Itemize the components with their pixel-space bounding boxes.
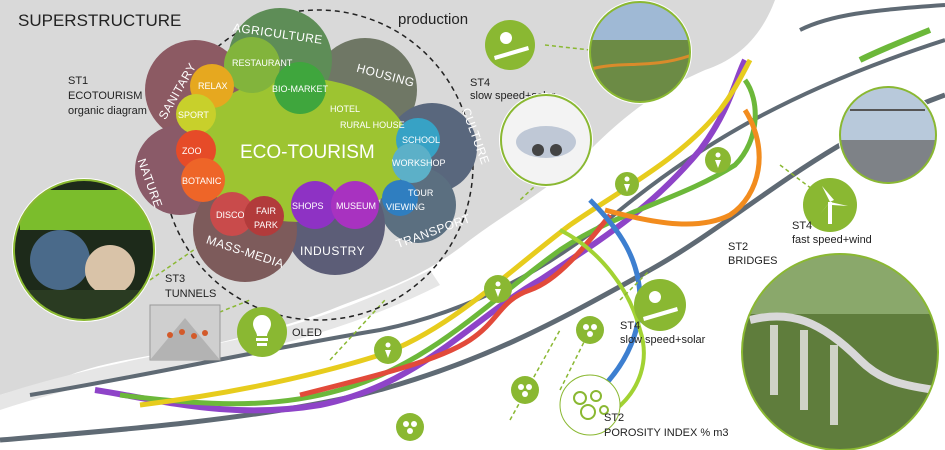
school-label: SCHOOL: [402, 135, 440, 145]
st4-top-line1: ST4: [470, 77, 490, 89]
disco-circle: [210, 192, 254, 236]
sport-circle: [176, 94, 216, 134]
disco-label: DISCO: [216, 210, 245, 220]
st1-line3: organic diagram: [68, 105, 147, 117]
fair-label: FAIR: [256, 206, 277, 216]
viewing-label: VIEWING: [386, 202, 425, 212]
industry-label: INDUSTRY: [300, 244, 365, 258]
bridge-photo: [740, 252, 940, 450]
route-orange: [604, 108, 762, 227]
oled-label: OLED: [292, 327, 322, 339]
st1-line1: ST1: [68, 75, 88, 87]
center-label: ECO-TOURISM: [240, 142, 375, 163]
botanic-circle: [181, 158, 225, 202]
restaurant-circle: [224, 37, 280, 93]
st4-mid-line2: slow speed+solar: [620, 334, 706, 346]
flower-cluster-icon: [396, 413, 424, 441]
route-red: [299, 213, 612, 398]
restaurant-label: RESTAURANT: [232, 58, 293, 68]
shops-circle: [291, 181, 339, 229]
solar-icon-mid: [634, 279, 686, 331]
st2-bridges-line2: BRIDGES: [728, 255, 778, 267]
workshop-circle: [392, 143, 432, 183]
porosity-icon: [559, 374, 621, 436]
tour-label: TOUR: [408, 188, 434, 198]
bio-market-circle: [274, 62, 326, 114]
st3-line2: TUNNELS: [165, 288, 216, 300]
st4-right-line1: ST4: [792, 220, 812, 232]
st2-porosity-line1: ST2: [604, 412, 624, 424]
route-green: [119, 78, 758, 407]
production-label: production: [398, 11, 468, 28]
pedestrian-icon: [705, 147, 731, 173]
road-lower: [0, 92, 945, 443]
rural-house-label: RURAL HOUSE: [340, 120, 405, 130]
st4-right-line2: fast speed+wind: [792, 234, 872, 246]
sport-label: SPORT: [178, 110, 209, 120]
shops-label: SHOPS: [292, 201, 324, 211]
st4-mid-line1: ST4: [620, 320, 640, 332]
museum-label: MUSEUM: [336, 201, 376, 211]
fair-park-circle: [244, 196, 284, 236]
tour-viewing-circle: [382, 180, 418, 216]
st2-bridges-line1: ST2: [728, 241, 748, 253]
park-label: PARK: [254, 220, 278, 230]
pedestrian-icon: [615, 172, 639, 196]
pedestrian-icon: [484, 275, 512, 303]
relax-label: RELAX: [198, 81, 228, 91]
route-right-green: [858, 27, 932, 63]
route-lime: [559, 228, 646, 412]
tunnel-photo: [12, 178, 156, 322]
hotel-label: HOTEL: [330, 104, 360, 114]
highway-photo: [838, 85, 938, 185]
bio-market-label: BIO-MARKET: [272, 84, 329, 94]
zoo-label: ZOO: [182, 146, 202, 156]
flower-cluster-icon: [576, 316, 604, 344]
road-branch: [799, 3, 945, 32]
coastline-strip: [0, 270, 440, 410]
pod-photo: [499, 93, 593, 187]
pedestrian-icon: [374, 336, 402, 364]
flower-cluster-icon: [511, 376, 539, 404]
st2-porosity-line2: POROSITY INDEX % m3: [604, 427, 729, 439]
title: SUPERSTRUCTURE: [18, 11, 181, 30]
tunnel-thumbnail: [149, 304, 221, 361]
oled-bulb-icon: [237, 307, 287, 357]
route-yellow: [139, 58, 753, 408]
st1-line2: ECOTOURISM: [68, 90, 142, 102]
coast-photo: [588, 0, 692, 104]
botanic-label: BOTANIC: [182, 176, 222, 186]
museum-circle: [331, 181, 379, 229]
workshop-label: WORKSHOP: [392, 158, 446, 168]
st3-line1: ST3: [165, 273, 185, 285]
solar-icon-top: [485, 20, 535, 70]
wind-turbine-icon: [803, 178, 857, 232]
